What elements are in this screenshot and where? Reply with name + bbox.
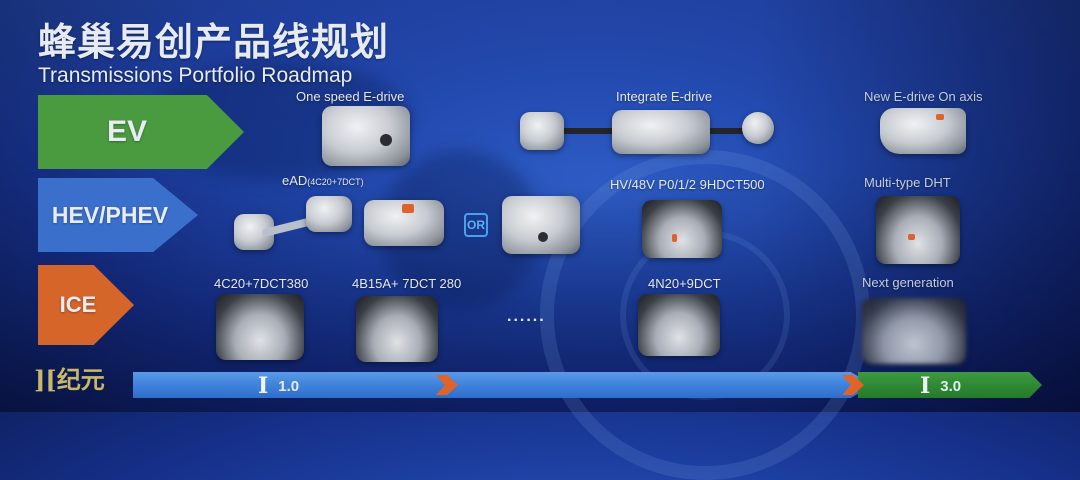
product-label-hv48v-9hdct500: HV/48V P0/1/2 9HDCT500 — [610, 177, 765, 192]
4b15a-7dct280-image — [356, 296, 438, 362]
timeline-stage-1-bar — [133, 372, 873, 398]
chevron-right-icon — [436, 375, 458, 395]
9hdct500-image — [642, 200, 722, 258]
accent-mark — [908, 234, 915, 240]
hybrid-module-image — [364, 200, 444, 246]
one-speed-edrive-image — [322, 106, 410, 166]
product-label-integrate-edrive: Integrate E-drive — [616, 89, 713, 104]
multi-type-dht-image — [876, 196, 960, 264]
timeline-stage-1: I 1.0 — [258, 373, 299, 399]
product-label-ead: eAD(4C20+7DCT) — [282, 174, 364, 187]
product-label-4n20-9dct: 4N20+9DCT — [648, 276, 721, 291]
stage-marker-icon: I — [920, 373, 931, 399]
or-badge: OR — [464, 213, 488, 237]
timeline-stage-3: I 3.0 — [920, 373, 961, 399]
product-label-multi-type-dht: Multi-type DHT — [864, 175, 951, 190]
accent-mark — [936, 114, 944, 120]
accent-mark — [402, 204, 414, 213]
page-title-english: Transmissions Portfolio Roadmap — [38, 64, 353, 87]
category-label-ev: EV — [106, 115, 148, 148]
product-label-next-generation: Next generation — [862, 275, 954, 290]
alternative-hybrid-module-image — [502, 196, 580, 254]
ead-rear-axle-image — [306, 196, 352, 232]
integrate-edrive-front-unit-image — [520, 112, 564, 150]
new-edrive-on-axis-image — [880, 108, 966, 154]
stage-marker-icon: I — [258, 373, 269, 399]
category-label-hev-phev: HEV/PHEV — [51, 201, 169, 228]
timeline-stage-3-bar — [858, 372, 1042, 398]
stage-label: 1.0 — [278, 377, 300, 395]
product-label-one-speed-edrive: One speed E-drive — [296, 89, 405, 104]
category-label-ice: ICE — [59, 292, 97, 317]
category-arrow-ev: EV — [38, 95, 244, 169]
4c20-7dct380-image — [216, 294, 304, 360]
accent-mark — [672, 234, 677, 242]
chevron-right-icon — [842, 375, 864, 395]
page-title-chinese: 蜂巢易创产品线规划 — [38, 22, 390, 64]
integrate-edrive-main-unit-image — [612, 110, 710, 154]
motor-port-icon — [538, 232, 548, 242]
next-generation-image — [862, 298, 966, 364]
more-products-ellipsis: ...... — [507, 308, 546, 325]
ead-label-sub: (4C20+7DCT) — [307, 177, 364, 187]
motor-port-icon — [380, 134, 392, 146]
ead-label-main: eAD — [282, 173, 308, 188]
product-label-4c20-7dct380: 4C20+7DCT380 — [214, 276, 309, 291]
category-arrow-hev-phev: HEV/PHEV — [38, 178, 198, 252]
product-label-4b15a-7dct280: 4B15A+ 7DCT 280 — [352, 276, 462, 291]
stage-label: 3.0 — [940, 377, 962, 395]
4n20-9dct-image — [638, 294, 720, 356]
era-logo: ][纪元 — [34, 365, 105, 394]
integrate-edrive-rear-unit-image — [742, 112, 774, 144]
product-label-new-edrive-on-axis: New E-drive On axis — [864, 89, 983, 104]
